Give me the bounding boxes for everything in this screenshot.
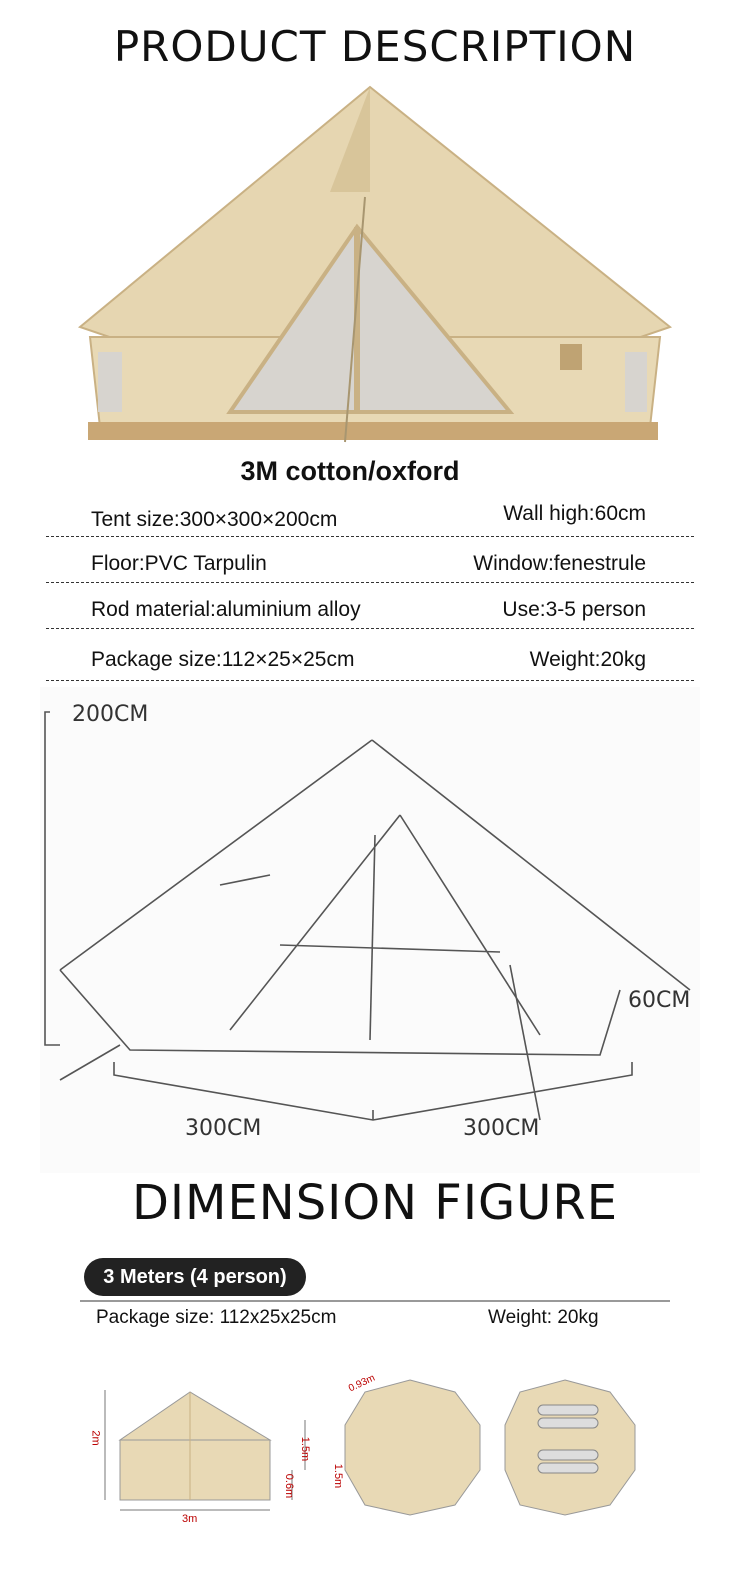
tent-photo (77, 85, 673, 443)
model-badge: 3 Meters (4 person) (84, 1258, 306, 1296)
width-right-label: 300CM (463, 1116, 540, 1141)
spec-use: Use:3-5 person (502, 598, 646, 621)
spec-weight: Weight:20kg (529, 648, 646, 671)
spec-row: Tent size:300×300×200cm Wall high:60cm (46, 490, 694, 537)
divider (80, 1300, 670, 1302)
side-height-label: 2m (89, 1430, 102, 1446)
spec-package-size: Package size:112×25×25cm (91, 648, 355, 671)
spec-row: Package size:112×25×25cm Weight:20kg (46, 634, 694, 681)
dimension-title: DIMENSION FIGURE (131, 1175, 619, 1231)
width-left-label: 300CM (185, 1116, 262, 1141)
tent-line-drawing (44, 711, 691, 1121)
wall-height-label: 60CM (628, 988, 691, 1013)
package-size-info: Package size: 112x25x25cm (96, 1307, 337, 1328)
spec-row: Floor:PVC Tarpulin Window:fenestrule (46, 536, 694, 583)
product-subtitle: 3M cotton/oxford (240, 456, 460, 486)
height-label: 200CM (72, 702, 149, 727)
spec-wall-height: Wall high:60cm (503, 502, 646, 525)
weight-info: Weight: 20kg (488, 1307, 599, 1328)
wall-height-small-label: 0.6m (283, 1473, 296, 1499)
spec-floor: Floor:PVC Tarpulin (91, 552, 267, 575)
base-width-label: 3m (182, 1513, 198, 1525)
top-view-diagram (344, 1379, 481, 1516)
spec-tent-size: Tent size:300×300×200cm (91, 508, 338, 531)
spec-row: Rod material:aluminium alloy Use:3-5 per… (46, 582, 694, 629)
page-title: PRODUCT DESCRIPTION (113, 22, 637, 71)
dimension-drawing-panel (40, 687, 700, 1173)
top-radius-label: 1.5m (332, 1463, 345, 1489)
dimension-diagrams (104, 1379, 636, 1516)
side-view-diagram (104, 1390, 306, 1511)
floor-plan-diagram (504, 1379, 636, 1516)
roof-height-label: 1.5m (299, 1436, 312, 1462)
spec-rod-material: Rod material:aluminium alloy (91, 598, 361, 621)
spec-window: Window:fenestrule (473, 552, 646, 575)
